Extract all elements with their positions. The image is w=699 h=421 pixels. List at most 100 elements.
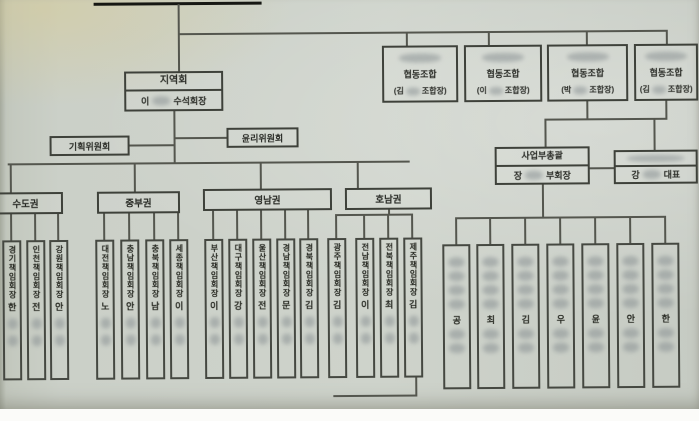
redacted-name-blur — [100, 334, 111, 346]
region-name: 수도권 — [12, 199, 39, 211]
connector-line — [455, 217, 458, 245]
redacted-text-blur — [622, 283, 639, 295]
connector-line — [10, 214, 13, 241]
unit-officer-surname: 우 — [556, 314, 565, 325]
ceo-company — [615, 151, 696, 168]
redacted-text-blur — [517, 284, 534, 295]
ceo-officer: 강 대표 — [616, 167, 696, 183]
chapter-column: 대구책임회장 강 — [228, 238, 249, 379]
connector-line — [489, 217, 492, 245]
head-title: 조합장) — [667, 84, 693, 94]
chapter-officer-surname: 전 — [32, 302, 41, 313]
redacted-text-blur — [657, 255, 674, 266]
officer-surname: 강 — [631, 169, 640, 181]
redacted-text-blur — [482, 270, 499, 282]
head-surname: (김 — [639, 84, 650, 94]
redacted-text-blur — [552, 256, 569, 267]
redacted-text-blur — [587, 298, 604, 309]
redacted-text-blur — [448, 257, 465, 268]
chapter-title: 전남책임회장 — [360, 242, 371, 297]
cooperative-name: 협동조합 — [403, 69, 437, 80]
cooperative-name: 협동조합 — [570, 68, 605, 79]
region-box-jungbugwon: 중부권 — [96, 191, 181, 214]
redacted-name-blur — [7, 335, 18, 347]
region-box-yeongnamgwon: 영남권 — [202, 188, 333, 212]
redacted-name-blur — [448, 343, 466, 354]
head-surname: (김 — [393, 86, 404, 96]
chapter-officer-surname: 문 — [282, 300, 291, 311]
cooperative-box: 협동조합 (김 조합장) — [381, 45, 459, 103]
business-division-box: 사업부총괄 장 부회장 — [494, 146, 590, 185]
chapter-title: 울산책임회장 — [257, 243, 268, 298]
cooperative-head: (김 조합장) — [639, 84, 693, 94]
planning-committee-box: 기획위원회 — [49, 135, 130, 157]
redacted-name-blur — [360, 332, 371, 344]
connector-line — [212, 210, 215, 239]
ethics-committee-box: 윤리위원회 — [226, 127, 299, 148]
unit-officer-surname: 공 — [452, 315, 461, 326]
chapter-column: 광주책임회장 김 — [327, 238, 348, 379]
redacted-name-blur — [209, 333, 220, 345]
redacted-name-blur — [405, 87, 420, 96]
region-name: 호남권 — [375, 194, 402, 206]
cooperative-name: 협동조합 — [486, 68, 520, 80]
connector-line — [589, 167, 615, 170]
redacted-name-blur — [587, 328, 604, 339]
redacted-text-blur — [517, 298, 534, 309]
chapter-title: 제주책임회장 — [408, 242, 419, 297]
redacted-name-blur — [626, 154, 685, 163]
connector-line — [335, 213, 414, 217]
redacted-text-blur — [448, 271, 465, 282]
chapter-officer-surname: 이 — [175, 301, 184, 312]
redacted-text-blur — [657, 283, 674, 294]
redacted-name-blur — [566, 52, 609, 62]
region-box-sudogwon: 수도권 — [0, 192, 64, 215]
redacted-name-blur — [174, 334, 185, 346]
region-name: 중부권 — [125, 198, 152, 210]
chapter-column: 경북책임회장 김 — [299, 238, 320, 379]
redacted-name-blur — [7, 318, 18, 330]
redacted-name-blur — [281, 333, 292, 345]
connector-line — [524, 216, 527, 244]
redacted-text-blur — [622, 297, 639, 309]
connector-line — [307, 210, 310, 239]
redacted-name-blur — [152, 95, 171, 105]
officer-title: 수석회장 — [173, 95, 207, 106]
head-surname: (박 — [561, 85, 572, 95]
redacted-name-blur — [150, 334, 161, 346]
chapter-officer-surname: 전 — [258, 300, 267, 311]
business-unit-column: 공 — [442, 244, 472, 390]
connector-line — [177, 29, 668, 36]
redacted-name-blur — [642, 169, 661, 179]
chapter-title: 인천책임회장 — [31, 245, 42, 300]
redacted-name-blur — [448, 329, 465, 340]
redacted-text-blur — [517, 256, 534, 267]
connector-line — [260, 210, 263, 239]
redacted-name-blur — [257, 333, 268, 345]
redacted-name-blur — [524, 170, 544, 180]
chapter-officer-surname: 이 — [361, 299, 370, 310]
connector-line — [103, 213, 106, 240]
unit-officer-surname: 윤 — [591, 314, 600, 325]
redacted-name-blur — [622, 341, 640, 353]
connector-line — [177, 213, 180, 240]
chapter-officer-surname: 안 — [126, 301, 135, 312]
connector-line — [594, 216, 597, 244]
chapter-title: 충남책임회장 — [125, 244, 136, 299]
business-unit-column: 최 — [476, 243, 506, 390]
officer-surname: 장 — [513, 170, 523, 181]
redacted-name-blur — [622, 327, 639, 339]
redacted-name-blur — [257, 316, 268, 328]
business-unit-column: 안 — [616, 242, 646, 389]
redacted-name-blur — [125, 317, 136, 329]
redacted-text-blur — [657, 297, 674, 308]
connector-line — [585, 31, 588, 45]
chapter-column: 충북책임회장 남 — [145, 239, 166, 380]
redacted-name-blur — [657, 341, 675, 352]
officer-surname: 이 — [141, 95, 150, 106]
connector-line — [387, 213, 390, 238]
headquarters-officer: 이 수석회장 — [126, 91, 221, 110]
chapter-column: 세종책임회장 이 — [169, 239, 190, 380]
redacted-name-blur — [281, 316, 292, 328]
planning-committee-label: 기획위원회 — [68, 141, 111, 152]
